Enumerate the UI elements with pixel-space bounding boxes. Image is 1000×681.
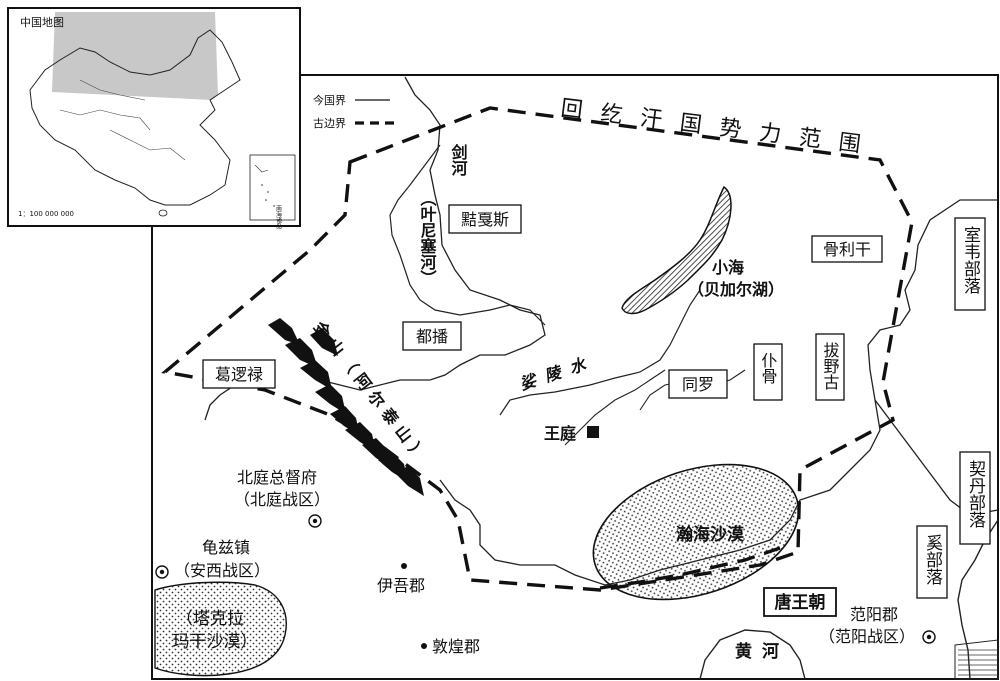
sea-shading <box>954 639 999 680</box>
tribe-karluk: 葛逻禄 <box>202 359 276 389</box>
altai-mountains <box>268 318 424 496</box>
inset-scale: 1：100 000 000 <box>18 210 74 218</box>
orkhon-river <box>564 369 666 446</box>
dunhuang-marker <box>421 643 427 649</box>
dunhuang-label: 敦煌郡 <box>432 637 480 656</box>
tang-frontier <box>599 546 781 590</box>
svg-text:黠戛斯: 黠戛斯 <box>461 210 509 229</box>
yiwu-marker <box>401 563 407 569</box>
qiuci-label: 龟兹镇 <box>202 538 250 557</box>
jian-river <box>389 144 546 326</box>
jian-river-label: 剑河 <box>449 143 469 177</box>
inset-china-outline <box>29 29 241 206</box>
tribe-qidan: 契丹部落 <box>959 451 991 545</box>
inset-south-sea-box <box>249 154 296 221</box>
legend-modern-label: 今国界 <box>313 93 346 107</box>
svg-text:契丹部落: 契丹部落 <box>965 460 986 528</box>
modern-border-south <box>439 199 998 586</box>
lake-alias: （贝加尔湖） <box>688 280 784 299</box>
taklamakan-desert <box>154 581 287 677</box>
capital-marker <box>587 426 599 438</box>
yellow-river-label: 黄河 <box>735 641 789 662</box>
uyghur-sphere-boundary <box>161 106 914 592</box>
svg-text:同罗: 同罗 <box>682 375 714 394</box>
inset-highlight-region <box>52 12 218 100</box>
tribe-shiwei: 室韦部落 <box>954 217 986 311</box>
svg-text:奚部落: 奚部落 <box>922 534 943 585</box>
modern-border-north <box>319 76 546 391</box>
tribe-guligan: 骨利干 <box>811 235 883 263</box>
svg-text:葛逻禄: 葛逻禄 <box>215 365 263 384</box>
qiuci-sub: （安西战区） <box>174 561 270 580</box>
svg-text:骨利干: 骨利干 <box>823 240 871 259</box>
yiwu-label: 伊吾郡 <box>377 576 425 595</box>
bohai-coast <box>699 629 806 680</box>
capital-label: 王庭 <box>544 424 576 443</box>
tribe-xi: 奚部落 <box>916 525 948 599</box>
tribe-kirghiz: 黠戛斯 <box>448 204 522 234</box>
tribe-pugu: 仆骨 <box>753 343 783 401</box>
tribe-tongluo: 同罗 <box>668 369 728 399</box>
inset-islands-label: 南海诸岛 <box>275 204 282 230</box>
baikal-lake <box>621 185 732 315</box>
taklamakan-label-2: 玛干沙漠） <box>173 632 258 652</box>
hanhai-desert <box>592 463 800 601</box>
legend-ancient-label: 古边界 <box>313 117 346 130</box>
tang-box <box>763 587 837 617</box>
inset-map: 南海诸岛 中国地图 1：100 000 000 <box>7 7 301 230</box>
svg-text:室韦部落: 室韦部落 <box>960 226 981 294</box>
svg-text:仆骨: 仆骨 <box>759 352 778 384</box>
lake-name: 小海 <box>712 258 744 277</box>
fanyang-label: 范阳郡 <box>850 605 898 624</box>
inset-title: 中国地图 <box>20 16 64 29</box>
tang-label: 唐王朝 <box>775 592 826 613</box>
sea-hatching <box>958 649 998 676</box>
hanhai-label: 瀚海沙漠 <box>675 524 745 545</box>
beiting-sub: （北庭战区） <box>234 490 330 509</box>
svg-text:都播: 都播 <box>416 327 448 346</box>
yenisei-river-label: （叶尼塞河） <box>418 190 437 286</box>
selenga-river <box>499 289 701 416</box>
beiting-label: 北庭总督府 <box>237 468 317 487</box>
tribe-bayegu: 拔野古 <box>815 333 845 401</box>
legend: 今国界 古边界 <box>313 93 398 130</box>
tribe-dubo: 都播 <box>402 321 462 351</box>
svg-text:拔野古: 拔野古 <box>821 342 840 390</box>
fanyang-sub: （范阳战区） <box>819 627 915 646</box>
taklamakan-label-1: （塔克拉 <box>176 609 244 629</box>
